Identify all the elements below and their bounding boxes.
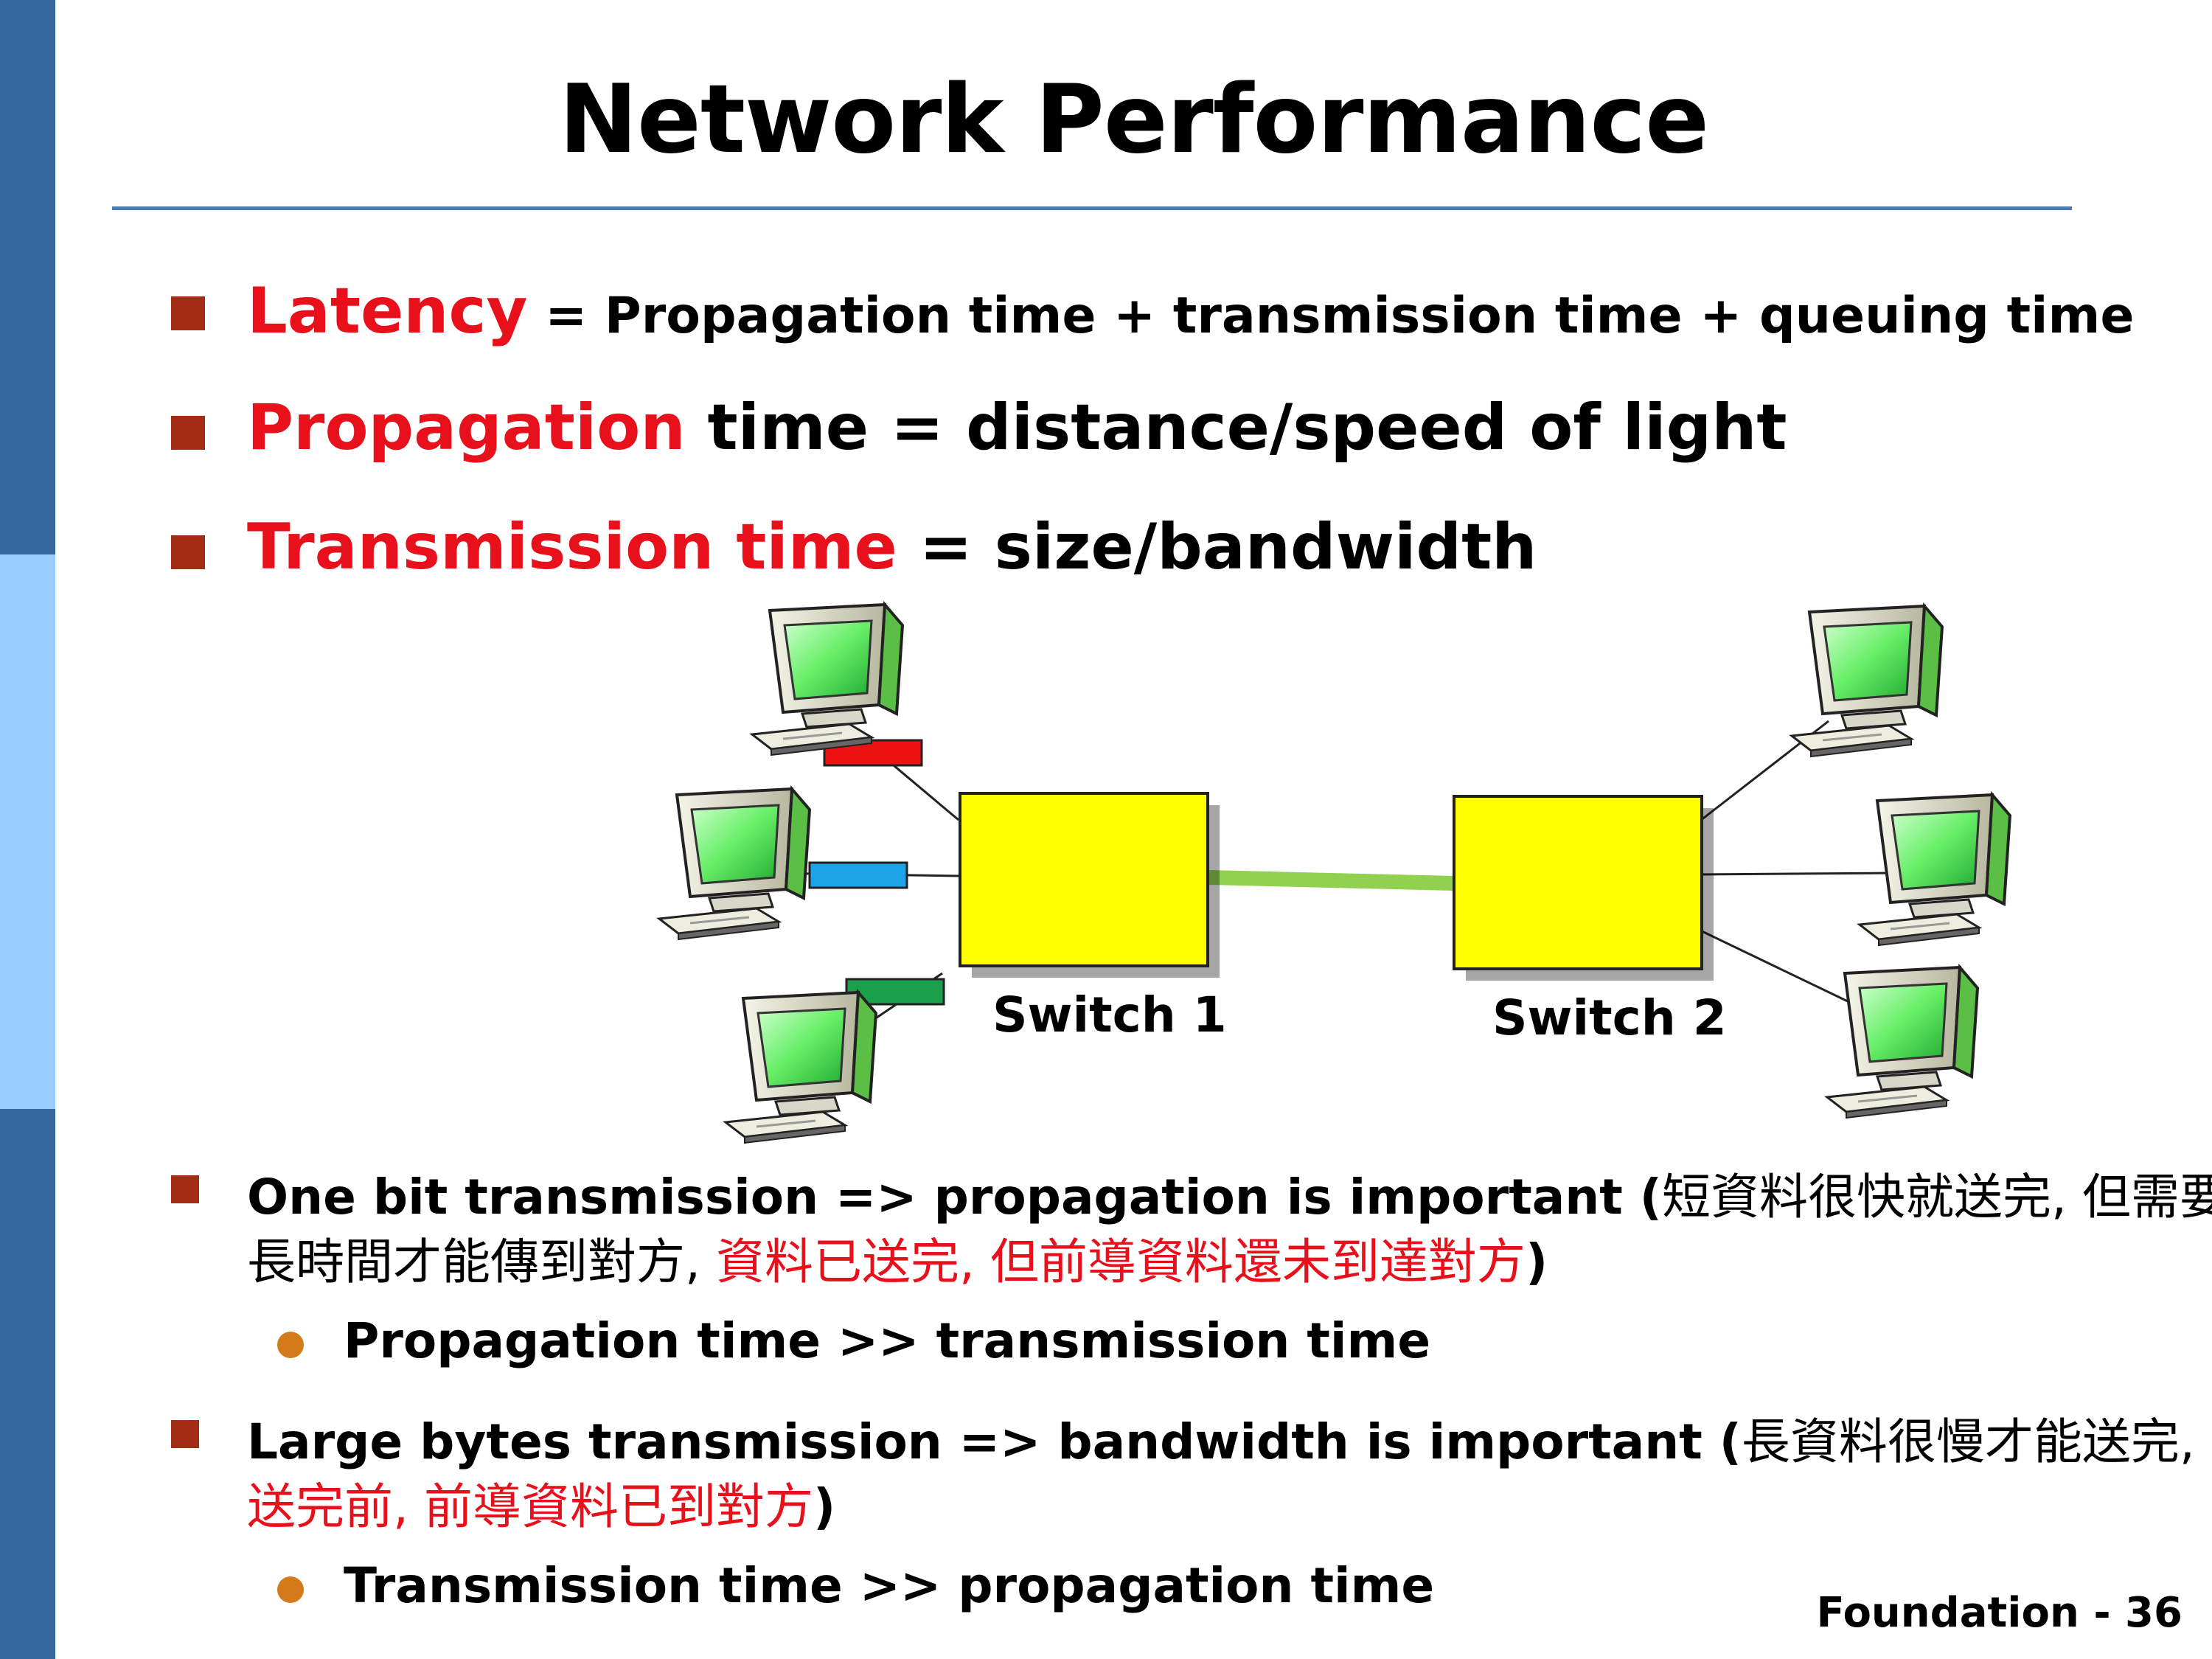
bullet-transmission: Transmission time = size/bandwidth bbox=[247, 510, 1537, 584]
note-large-bytes-red: 未 bbox=[2211, 1413, 2212, 1470]
sub-propagation-gt: Propagation time >> transmission time bbox=[344, 1312, 1431, 1369]
computer-right-middle bbox=[1858, 793, 2011, 947]
computer-left-bottom bbox=[724, 991, 877, 1144]
latency-definition: = Propagation time + transmission time +… bbox=[527, 287, 2135, 345]
note-large-bytes-red-2: 送完前, 前導資料已到對方 bbox=[247, 1478, 813, 1535]
bullet-marker bbox=[171, 296, 205, 330]
bullet-marker bbox=[171, 1175, 199, 1203]
sidebar-band-top bbox=[0, 0, 55, 554]
trunk-link bbox=[1208, 870, 1455, 891]
term-latency: Latency bbox=[247, 274, 528, 348]
note-one-bit-line2: 長時間才能傳到對方, 資料已送完, 但前導資料還未到達對方) bbox=[247, 1222, 1548, 1293]
packet-green bbox=[845, 978, 945, 1006]
bullet-marker bbox=[171, 535, 205, 569]
bullet-propagation: Propagation time = distance/speed of lig… bbox=[247, 391, 1787, 465]
bullet-latency: Latency = Propagation time + transmissio… bbox=[247, 274, 2134, 348]
title-divider bbox=[112, 206, 2072, 210]
note-large-bytes-line1: Large bytes transmission => bandwidth is… bbox=[247, 1402, 2212, 1473]
sub-bullet-dot bbox=[277, 1576, 304, 1603]
packet-blue bbox=[808, 861, 908, 889]
slide-title: Network Performance bbox=[558, 65, 1709, 175]
switch-1 bbox=[959, 792, 1209, 967]
note-large-bytes-close: ) bbox=[813, 1478, 836, 1535]
computer-left-middle bbox=[658, 787, 811, 941]
computer-right-top bbox=[1790, 605, 1944, 758]
sub-bullet-dot bbox=[277, 1332, 304, 1358]
computer-left-top bbox=[751, 603, 904, 757]
computer-right-bottom bbox=[1826, 966, 1979, 1119]
note-one-bit-text: One bit transmission => propagation is i… bbox=[247, 1169, 1662, 1225]
note-one-bit-close: ) bbox=[1525, 1234, 1548, 1290]
sidebar-band-middle bbox=[0, 554, 55, 1109]
note-one-bit-cjk: 短資料很快就送完, 但需要 bbox=[1661, 1169, 2212, 1225]
note-one-bit-cjk-2: 長時間才能傳到對方, bbox=[247, 1234, 716, 1290]
note-large-bytes-text: Large bytes transmission => bandwidth is… bbox=[247, 1413, 1742, 1470]
slide-footer: Foundation - 36 bbox=[1816, 1589, 2183, 1637]
switch-1-label: Switch 1 bbox=[992, 987, 1227, 1043]
switch-2-label: Switch 2 bbox=[1492, 990, 1727, 1046]
sub-transmission-gt: Transmission time >> propagation time bbox=[344, 1557, 1435, 1614]
sidebar-band-bottom bbox=[0, 1109, 55, 1659]
bullet-marker bbox=[171, 416, 205, 450]
bullet-marker bbox=[171, 1420, 199, 1448]
note-one-bit-line1: One bit transmission => propagation is i… bbox=[247, 1158, 2212, 1228]
note-one-bit-red: 資料已送完, 但前導資料還未到達對方 bbox=[715, 1234, 1526, 1290]
term-propagation: Propagation bbox=[247, 391, 686, 465]
term-transmission-time: Transmission time bbox=[247, 510, 897, 584]
propagation-definition: time = distance/speed of light bbox=[685, 391, 1787, 465]
note-large-bytes-line2: 送完前, 前導資料已到對方) bbox=[247, 1467, 835, 1538]
switch-2 bbox=[1453, 795, 1703, 970]
transmission-definition: = size/bandwidth bbox=[897, 510, 1537, 584]
note-large-bytes-cjk: 長資料很慢才能送完, bbox=[1741, 1413, 2211, 1470]
